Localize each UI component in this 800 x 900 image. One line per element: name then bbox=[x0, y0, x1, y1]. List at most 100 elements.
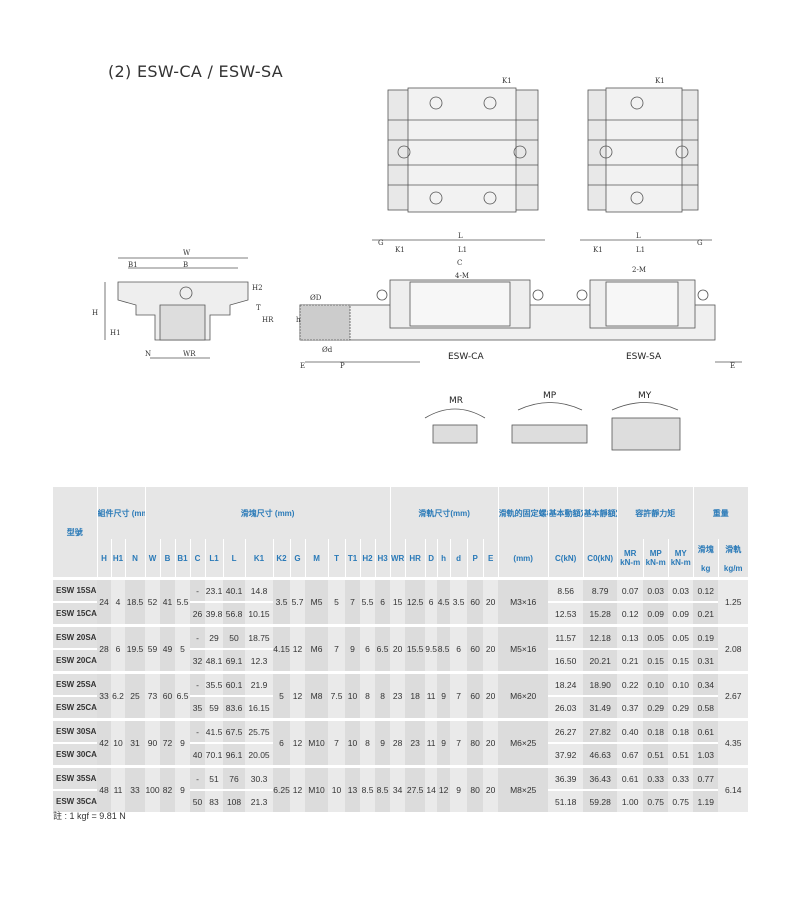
cell-kgm: 2.67 bbox=[718, 671, 749, 720]
cell-hr: 12.5 bbox=[405, 577, 426, 626]
cell-my: 0.33 bbox=[668, 765, 694, 790]
cell-bolt: M3×16 bbox=[498, 577, 549, 626]
cell-c: - bbox=[190, 577, 206, 602]
cell-mr: 0.67 bbox=[617, 742, 644, 767]
cell-h1: 11 bbox=[111, 765, 125, 812]
cell-n: 18.5 bbox=[125, 577, 146, 626]
top-view-sa bbox=[587, 87, 699, 213]
col-header: P bbox=[467, 539, 484, 579]
cell-ckn: 26.03 bbox=[548, 695, 584, 720]
cell-kg: 0.58 bbox=[693, 695, 719, 720]
cell-l1: 83 bbox=[205, 789, 224, 812]
cell-k2: 6.25 bbox=[273, 765, 291, 812]
cell-mp: 0.05 bbox=[643, 624, 669, 649]
cell-c0: 15.28 bbox=[583, 601, 618, 626]
cell-l1: 23.1 bbox=[205, 577, 224, 602]
cell-b1: 5.5 bbox=[175, 577, 191, 626]
cell-mp: 0.18 bbox=[643, 718, 669, 743]
col-header: W bbox=[145, 539, 161, 579]
label-hr: HR bbox=[262, 316, 274, 324]
cell-h1: 4 bbox=[111, 577, 125, 626]
cell-mp: 0.75 bbox=[643, 789, 669, 812]
label-n: N bbox=[145, 350, 151, 358]
cell-h: 8.5 bbox=[437, 624, 451, 673]
cell-c0: 18.90 bbox=[583, 671, 618, 696]
label-l1-right: L1 bbox=[636, 246, 645, 254]
col-header: H2 bbox=[360, 539, 376, 579]
label-esw-sa: ESW-SA bbox=[626, 352, 662, 362]
col-header: h bbox=[437, 539, 451, 579]
model-cell: ESW 15CA bbox=[53, 601, 97, 626]
cell-e: 20 bbox=[483, 577, 499, 626]
cell-ckn: 11.57 bbox=[548, 624, 584, 649]
col-header: E bbox=[483, 539, 499, 579]
label-c: C bbox=[457, 259, 462, 267]
cell-hr: 18 bbox=[405, 671, 426, 720]
cell-k2: 4.15 bbox=[273, 624, 291, 673]
cell-wr: 28 bbox=[390, 718, 406, 767]
cell-my: 0.15 bbox=[668, 648, 694, 673]
cell-b1: 6.5 bbox=[175, 671, 191, 720]
model-cell: ESW 20SA bbox=[53, 624, 97, 649]
header-assembly: 組件尺寸 (mm) bbox=[97, 487, 146, 539]
label-e: E bbox=[300, 362, 305, 370]
cell-mp: 0.09 bbox=[643, 601, 669, 626]
label-p: P bbox=[340, 362, 345, 370]
cell-h3: 6.5 bbox=[375, 624, 391, 673]
kgm-unit: kg/m bbox=[723, 563, 743, 573]
cell-l1: 39.8 bbox=[205, 601, 224, 626]
model-cell: ESW 35SA bbox=[53, 765, 97, 790]
cell-c: 26 bbox=[190, 601, 206, 626]
cell-my: 0.51 bbox=[668, 742, 694, 767]
label-mr: MR bbox=[449, 396, 463, 406]
col-header: G bbox=[290, 539, 306, 579]
cell-t1: 7 bbox=[345, 577, 361, 626]
col-header-rail-weight: 滑軌 kg/m bbox=[718, 539, 749, 579]
cell-b: 41 bbox=[160, 577, 176, 626]
cell-bolt: M6×20 bbox=[498, 671, 549, 720]
front-view bbox=[104, 257, 249, 359]
cell-mr: 0.21 bbox=[617, 648, 644, 673]
cell-n: 33 bbox=[125, 765, 146, 812]
col-header: HR bbox=[405, 539, 426, 579]
col-header: T bbox=[328, 539, 346, 579]
cell-b: 60 bbox=[160, 671, 176, 720]
cell-h1: 6 bbox=[111, 624, 125, 673]
col-header: H bbox=[97, 539, 112, 579]
block-weight-label: 滑塊 bbox=[697, 544, 714, 554]
cell-k1: 25.75 bbox=[245, 718, 274, 743]
cell-c0: 27.82 bbox=[583, 718, 618, 743]
cell-m: M6 bbox=[305, 624, 329, 673]
cell-mp: 0.51 bbox=[643, 742, 669, 767]
cell-my: 0.10 bbox=[668, 671, 694, 696]
cell-d: 6 bbox=[425, 577, 438, 626]
label-t: T bbox=[256, 304, 261, 312]
cell-mr: 0.61 bbox=[617, 765, 644, 790]
header-dynamic-load: 基本動額定負荷 bbox=[548, 487, 584, 539]
cell-l: 83.6 bbox=[223, 695, 246, 720]
model-cell: ESW 25SA bbox=[53, 671, 97, 696]
cell-h: 28 bbox=[97, 624, 111, 673]
rail-weight-label: 滑軌 bbox=[725, 544, 742, 554]
label-g-left: G bbox=[378, 239, 384, 247]
side-view bbox=[299, 239, 742, 363]
cell-l1: 35.5 bbox=[205, 671, 224, 696]
cell-t: 7 bbox=[328, 624, 346, 673]
header-model: 型號 bbox=[53, 487, 98, 579]
cell-mp: 0.03 bbox=[643, 577, 669, 602]
col-header: M bbox=[305, 539, 329, 579]
model-cell: ESW 25CA bbox=[53, 695, 97, 720]
cell-kg: 0.77 bbox=[693, 765, 719, 790]
cell-kg: 0.12 bbox=[693, 577, 719, 602]
cell-w: 90 bbox=[145, 718, 161, 767]
cell-h2: 8 bbox=[360, 718, 376, 767]
cell-g: 12 bbox=[290, 718, 306, 767]
cell-t: 7 bbox=[328, 718, 346, 767]
cell-ckn: 16.50 bbox=[548, 648, 584, 673]
